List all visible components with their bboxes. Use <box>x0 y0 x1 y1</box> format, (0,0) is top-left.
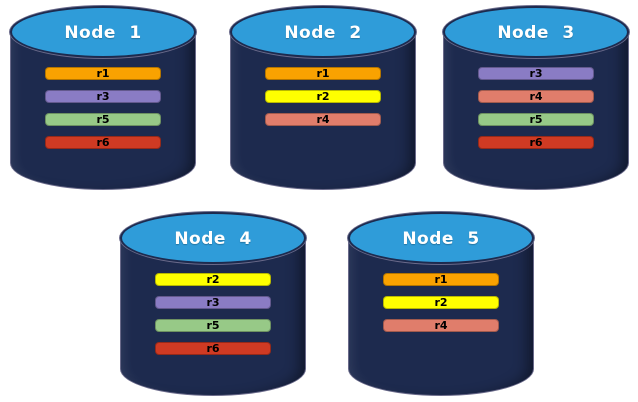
replica-bar-r6: r6 <box>45 136 161 149</box>
replica-bar-r4: r4 <box>478 90 594 103</box>
replica-bar-r3: r3 <box>478 67 594 80</box>
replica-label: r5 <box>206 319 220 332</box>
replica-bar-r6: r6 <box>478 136 594 149</box>
replica-bar-r5: r5 <box>45 113 161 126</box>
cylinder-body <box>348 238 534 396</box>
node-title: Node 3 <box>497 22 575 43</box>
cylinder-top-ellipse: Node 1 <box>10 6 196 58</box>
replica-label: r5 <box>96 113 110 126</box>
replica-label: r1 <box>434 273 448 286</box>
cylinder-body <box>120 238 306 396</box>
replica-bar-list: r2 r3 r5 r6 <box>155 273 271 365</box>
replica-label: r2 <box>206 273 220 286</box>
replica-label: r2 <box>434 296 448 309</box>
replica-label: r4 <box>316 113 330 126</box>
replica-bar-r4: r4 <box>265 113 381 126</box>
replica-label: r3 <box>529 67 543 80</box>
replica-label: r1 <box>316 67 330 80</box>
replica-bar-r6: r6 <box>155 342 271 355</box>
replica-label: r4 <box>434 319 448 332</box>
replica-bar-r2: r2 <box>265 90 381 103</box>
replica-label: r3 <box>206 296 220 309</box>
cylinder-body <box>230 32 416 190</box>
cylinder-top-ellipse: Node 2 <box>230 6 416 58</box>
db-node-1: Node 1 r1 r3 r5 r6 <box>10 6 196 190</box>
replica-bar-r1: r1 <box>45 67 161 80</box>
db-node-3: Node 3 r3 r4 r5 r6 <box>443 6 629 190</box>
replica-bar-r5: r5 <box>478 113 594 126</box>
replica-bar-r3: r3 <box>155 296 271 309</box>
replica-bar-r5: r5 <box>155 319 271 332</box>
cylinder-body <box>443 32 629 190</box>
replica-bar-list: r1 r2 r4 <box>383 273 499 342</box>
cylinder-top-ellipse: Node 3 <box>443 6 629 58</box>
replica-bar-list: r3 r4 r5 r6 <box>478 67 594 159</box>
replica-bar-r2: r2 <box>383 296 499 309</box>
replica-label: r6 <box>206 342 220 355</box>
replica-bar-r2: r2 <box>155 273 271 286</box>
replica-label: r2 <box>316 90 330 103</box>
cylinder-top-ellipse: Node 5 <box>348 212 534 264</box>
cylinder-body <box>10 32 196 190</box>
node-title: Node 4 <box>174 228 252 249</box>
replica-label: r3 <box>96 90 110 103</box>
replica-bar-r1: r1 <box>265 67 381 80</box>
replica-bar-r3: r3 <box>45 90 161 103</box>
replica-bar-r4: r4 <box>383 319 499 332</box>
replica-label: r1 <box>96 67 110 80</box>
db-node-4: Node 4 r2 r3 r5 r6 <box>120 212 306 396</box>
replica-label: r6 <box>529 136 543 149</box>
replica-label: r6 <box>96 136 110 149</box>
node-title: Node 1 <box>64 22 142 43</box>
replica-bar-r1: r1 <box>383 273 499 286</box>
replica-bar-list: r1 r2 r4 <box>265 67 381 136</box>
replica-label: r4 <box>529 90 543 103</box>
cylinder-top-ellipse: Node 4 <box>120 212 306 264</box>
db-node-5: Node 5 r1 r2 r4 <box>348 212 534 396</box>
node-title: Node 5 <box>402 228 480 249</box>
replica-bar-list: r1 r3 r5 r6 <box>45 67 161 159</box>
db-node-2: Node 2 r1 r2 r4 <box>230 6 416 190</box>
replica-label: r5 <box>529 113 543 126</box>
node-title: Node 2 <box>284 22 362 43</box>
